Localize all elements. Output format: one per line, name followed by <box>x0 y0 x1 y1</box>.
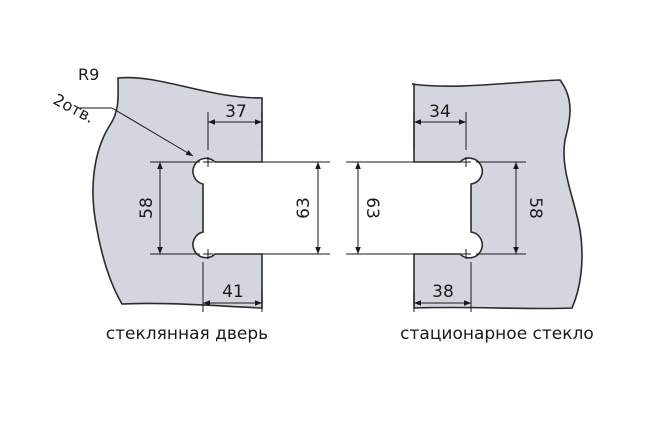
caption-glass-door: стеклянная дверь <box>106 324 268 344</box>
dimension-63-right-label: 63 <box>362 197 382 219</box>
dimension-38-label: 38 <box>432 282 454 302</box>
dimension-37-label: 37 <box>225 102 247 122</box>
dimension-38 <box>413 262 472 312</box>
dimension-58-left <box>150 161 200 255</box>
hole-center-mark-bottom-right <box>461 249 471 259</box>
dimension-58-left-label: 58 <box>137 197 157 219</box>
glass-door-outline <box>92 76 263 309</box>
glass-door-panel <box>92 76 263 309</box>
dimension-58-right <box>476 161 526 255</box>
fixed-glass-outline <box>411 79 583 310</box>
dimension-63-right <box>346 161 414 255</box>
dimension-34-label: 34 <box>429 102 451 122</box>
caption-fixed-glass: стационарное стекло <box>400 324 594 344</box>
hole-center-mark-bottom <box>203 249 213 259</box>
fixed-glass-panel <box>411 79 583 310</box>
dimension-34 <box>413 112 467 150</box>
hole-center-mark-top-right <box>461 157 471 167</box>
hole-center-mark-top <box>203 157 213 167</box>
hole-count-label: 2отв. <box>50 90 98 127</box>
radius-label: R9 <box>78 65 99 84</box>
dimension-37 <box>207 112 263 150</box>
dimension-58-right-label: 58 <box>525 197 545 219</box>
dimension-41-label: 41 <box>222 282 244 302</box>
dimension-41 <box>202 262 263 312</box>
dimension-63-left-label: 63 <box>294 197 314 219</box>
dimension-63-left <box>262 161 330 255</box>
